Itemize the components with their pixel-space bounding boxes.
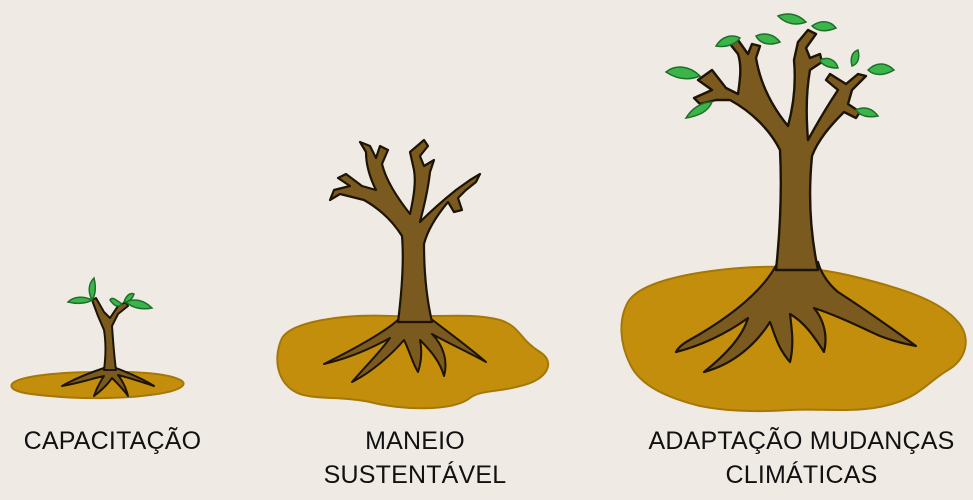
leaf [66,296,94,305]
leaf [776,13,808,25]
leaf [854,107,880,118]
stage-label-line: ADAPTAÇÃO MUDANÇAS [648,427,955,455]
leaf [810,21,838,32]
leaf [850,49,860,67]
leaf [754,33,782,45]
leaf [124,299,154,310]
stage-label-line: SUSTENTÁVEL [323,461,507,489]
stage-label-line: CLIMÁTICAS [725,461,878,489]
leaf [684,101,714,120]
seedling-stem [91,297,129,371]
seedling-illustration [10,276,185,400]
stage-label-line: CAPACITAÇÃO [23,427,202,455]
leaf [122,292,135,303]
mature-tree-illustration [620,13,967,413]
stage-label-maneio-sustentavel: MANEIO SUSTENTÁVEL [310,424,520,492]
young-tree-roots [323,317,487,383]
leaf [819,57,839,69]
leaf [109,297,124,307]
stage-label-line: MANEIO [365,427,465,455]
leaf [866,63,896,76]
seedling-roots [61,367,155,397]
leaf [664,66,702,80]
young-tree-trunk [328,138,482,324]
stage-label-capacitacao: CAPACITAÇÃO [0,424,225,458]
stage-label-adaptacao-mudancas-climaticas: ADAPTAÇÃO MUDANÇAS CLIMÁTICAS [630,424,973,492]
leaf [714,35,742,48]
young-tree-illustration [276,138,550,410]
leaf [88,276,97,302]
mature-tree-roots [674,260,918,374]
mature-tree-trunk [692,28,868,272]
